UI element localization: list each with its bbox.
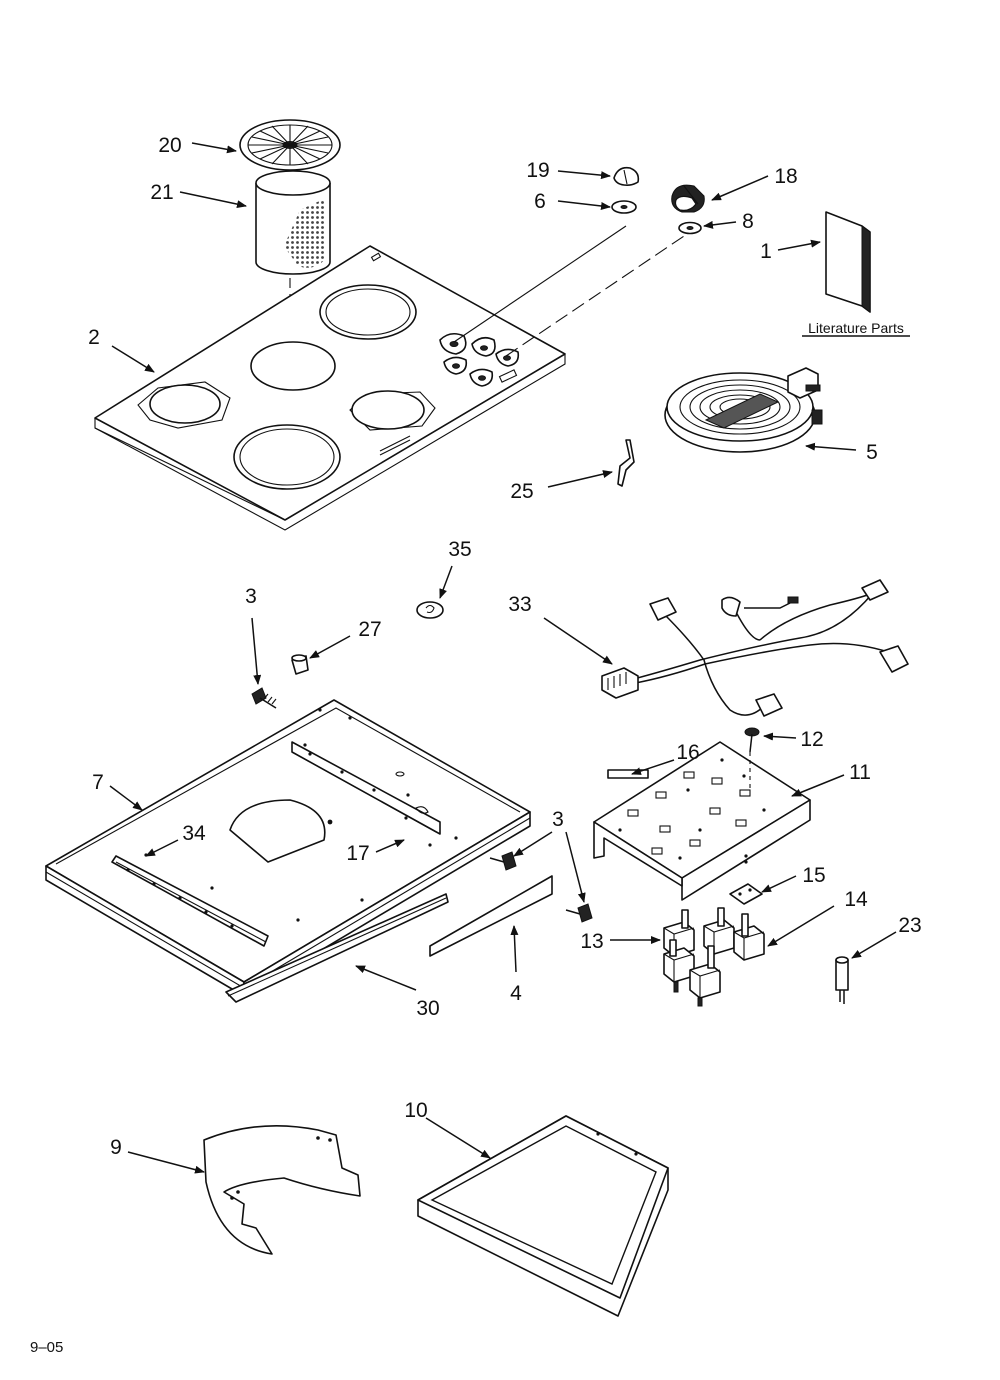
callout-leaders <box>109 142 897 1174</box>
part-11-control-box <box>593 741 811 901</box>
callout-1: 1 <box>760 240 772 263</box>
callout-18: 18 <box>774 165 797 188</box>
callout-25: 25 <box>510 480 533 503</box>
callout-17: 17 <box>346 842 369 865</box>
part-35-grommet <box>416 601 444 619</box>
part-1-literature: Literature Parts <box>802 211 910 337</box>
callout-6: 6 <box>534 190 546 213</box>
wire-connector-plug <box>601 667 639 699</box>
callout-30: 30 <box>416 997 439 1020</box>
part-16-insulator <box>607 769 649 779</box>
part-8-washer <box>678 221 702 235</box>
callout-5: 5 <box>866 441 878 464</box>
callout-20: 20 <box>158 134 181 157</box>
part-15-bracket <box>729 860 763 905</box>
callout-35: 35 <box>448 538 471 561</box>
callout-2: 2 <box>88 326 100 349</box>
part-25-clip <box>617 439 635 487</box>
callout-14: 14 <box>844 888 868 911</box>
element-outline-rear <box>319 284 417 340</box>
wire-terminal-2 <box>861 579 889 601</box>
callout-3-top: 3 <box>245 585 257 608</box>
part-20-grate <box>239 119 341 171</box>
part-7-cooktop-box <box>45 699 531 997</box>
callout-labels: 20 21 19 6 18 8 1 2 5 25 35 3 27 33 12 1… <box>88 134 922 1159</box>
part-4-trim-strip <box>429 875 553 957</box>
callout-16: 16 <box>676 741 699 764</box>
part-9-shield <box>203 1124 361 1255</box>
part-2-cooktop <box>94 225 691 531</box>
wire-terminal-1 <box>649 597 677 621</box>
callout-9: 9 <box>110 1136 122 1159</box>
part-6-washer <box>611 200 637 214</box>
part-23-indicator-light <box>835 956 849 1004</box>
part-12-screw <box>744 727 760 753</box>
callout-33: 33 <box>508 593 531 616</box>
callout-8: 8 <box>742 210 754 233</box>
part-5-surface-element <box>664 367 823 453</box>
part-19-knob-cap <box>613 166 640 186</box>
callout-27: 27 <box>358 618 381 641</box>
callout-13: 13 <box>580 930 603 953</box>
element-outline-center <box>250 341 336 391</box>
callout-15: 15 <box>802 864 825 887</box>
element-outline-large-front <box>233 424 341 490</box>
literature-parts-label: Literature Parts <box>808 320 904 336</box>
callout-34: 34 <box>182 822 206 845</box>
callout-23: 23 <box>898 914 921 937</box>
wire-terminal-4 <box>755 693 783 717</box>
part-33-wire-harness <box>601 579 909 717</box>
part-30-trim-strip <box>225 893 449 1003</box>
callout-21: 21 <box>150 181 173 204</box>
callout-3-right: 3 <box>552 808 564 831</box>
callout-7: 7 <box>92 771 104 794</box>
footer-code: 9–05 <box>30 1339 63 1356</box>
part-18-control-knob <box>671 184 705 213</box>
wire-terminal-5 <box>721 596 799 617</box>
wire-terminal-3 <box>879 645 909 673</box>
callout-11: 11 <box>849 761 871 784</box>
control-knob-positions <box>439 332 520 387</box>
element-outline-right <box>349 390 436 431</box>
callout-4: 4 <box>510 982 522 1005</box>
part-10-frame <box>417 1115 669 1317</box>
part-27-cap <box>291 654 309 675</box>
part-13-14-infinite-switches <box>663 907 765 1007</box>
part-3-screw-right <box>489 851 593 923</box>
callout-12: 12 <box>800 728 823 751</box>
callout-10: 10 <box>404 1099 427 1122</box>
element-outline-left <box>137 381 231 429</box>
part-3-screw-top <box>251 687 277 709</box>
callout-19: 19 <box>526 159 549 182</box>
